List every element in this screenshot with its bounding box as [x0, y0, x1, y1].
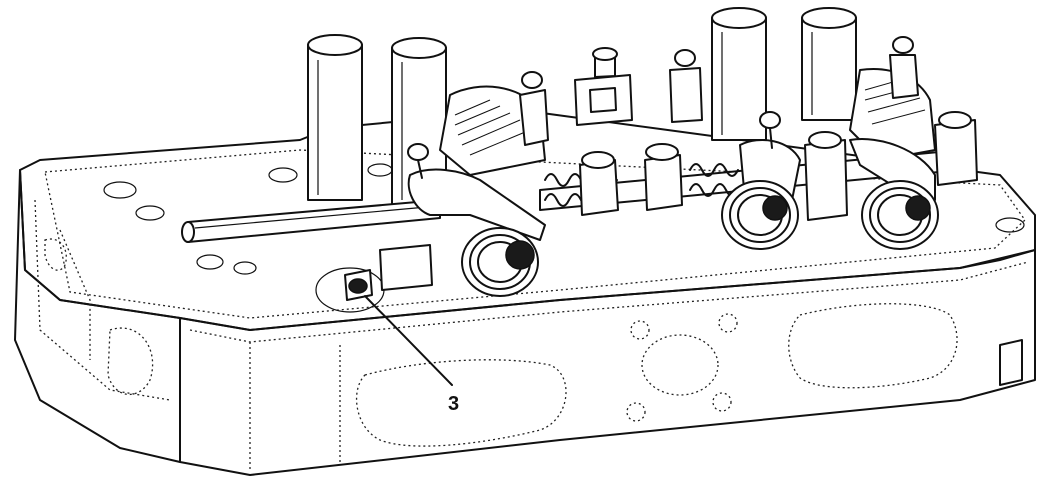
valve-springs: [461, 180, 939, 297]
cover-stud: [315, 244, 433, 313]
callout-leader-line: [364, 295, 453, 386]
cylinder-head-block: [14, 109, 1036, 476]
deck-bolt-holes: [103, 163, 1025, 275]
front-face-ports: [355, 303, 1023, 447]
shaft-brackets: [574, 47, 978, 221]
pushrod-tubes: [307, 7, 857, 206]
callout-label: 3: [448, 393, 459, 415]
callout-3: 3: [364, 295, 459, 415]
